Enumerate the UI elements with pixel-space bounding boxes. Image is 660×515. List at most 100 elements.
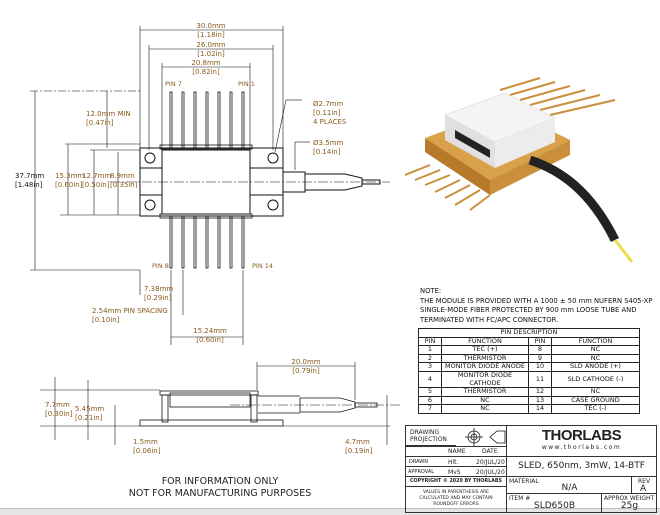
dim-in: [0.29in]: [144, 294, 172, 302]
title-block: DRAWING PROJECTION THORLABS www.thorlabs…: [405, 425, 657, 513]
note-title: NOTE:: [420, 287, 442, 295]
dim-mm: 7.38mm: [144, 285, 174, 293]
pin-number-cell: 8: [528, 345, 552, 355]
dim-in: [0.10in]: [92, 316, 120, 324]
dim-mm: 2.54mm PIN SPACING: [92, 307, 168, 315]
rev-value: A: [640, 484, 647, 494]
dim-mm: 37.7mm: [15, 172, 45, 180]
approval-date: 20/JUL/20: [476, 469, 505, 476]
dim-mm: 15.3mm: [55, 172, 85, 180]
rev-label: REV: [638, 478, 651, 485]
pin-function-cell: TEC (+): [441, 345, 529, 355]
dim-in: [0.30in]: [45, 410, 73, 418]
pin-1-label: PIN 1: [238, 80, 255, 88]
pin-number-cell: 11: [528, 370, 552, 389]
pin-number-cell: 10: [528, 362, 552, 372]
approval-label: APPROVAL: [408, 469, 435, 475]
dim-mm: Ø3.5mm: [313, 139, 344, 147]
pin-number-cell: 5: [418, 387, 442, 397]
pin-function-cell: NC: [551, 345, 640, 355]
height-15-dimension: 15.3mm[0.60in]: [55, 172, 84, 190]
material-cell: MATERIAL N/A: [506, 476, 631, 493]
module-3d-render: [404, 77, 634, 263]
logo: THORLABS www.thorlabs.com: [506, 426, 656, 456]
base-thickness-dimension: 1.5mm[0.06in]: [133, 438, 160, 456]
date-header: DATE: [482, 448, 498, 455]
part-description: SLED, 650nm, 3mW, 14-BTF: [506, 456, 656, 476]
pin-function-cell: SLD ANODE (+): [551, 362, 640, 372]
drawing-projection-label: DRAWING PROJECTION: [406, 426, 456, 446]
dim-in: [0.50in]: [82, 181, 110, 189]
fiber-height-dimension: 4.7mm[0.19in]: [345, 438, 372, 456]
dim-in: [0.06in]: [133, 447, 161, 455]
material-label: MATERIAL: [509, 478, 539, 485]
package-body-top-view: [110, 147, 390, 217]
overall-width-dimension: 30.0mm[1.18in]: [196, 22, 225, 40]
dim-in: [0.21in]: [75, 414, 103, 422]
note-line: THE MODULE IS PROVIDED WITH A 1000 ± 50 …: [420, 296, 653, 305]
pin-description-table: PIN DESCRIPTION PIN FUNCTION PIN FUNCTIO…: [418, 328, 640, 414]
drawn-label: DRAWN: [409, 459, 428, 465]
item-label: ITEM #: [509, 495, 531, 502]
dim-in: [0.79in]: [292, 367, 320, 375]
hole-spacing-dimension: 26.0mm[1.02in]: [196, 41, 225, 59]
dim-in: [0.14in]: [313, 148, 341, 156]
dim-mm: 20.8mm: [191, 59, 221, 67]
dim-in: [0.11in]: [313, 109, 341, 117]
drawn-row: DRAWN Hlt. 20/JUL/20: [406, 456, 506, 466]
dim-note: 4 PLACES: [313, 118, 347, 126]
bottom-pins: [139, 213, 253, 345]
dim-in: [1.48in]: [15, 181, 43, 189]
dim-mm: 4.7mm: [345, 438, 370, 446]
dim-mm: 5.45mm: [75, 405, 105, 413]
dim-mm: 20.0mm: [291, 358, 321, 366]
pin-spacing-dimension: 2.54mm PIN SPACING[0.10in]: [92, 307, 168, 325]
dim-mm: 1.5mm: [133, 438, 158, 446]
dim-in: [0.60in]: [196, 336, 224, 344]
note: NOTE: THE MODULE IS PROVIDED WITH A 1000…: [420, 287, 652, 325]
inner-width-dimension: 20.8mm[0.82in]: [191, 59, 220, 77]
dim-mm: 7.7mm: [45, 401, 70, 409]
disclaimer-line: NOT FOR MANUFACTURING PURPOSES: [128, 488, 312, 499]
values-note: VALUES IN PARENTHESIS ARE CALCULATED AND…: [406, 486, 506, 512]
dim-mm: 12.0mm MIN: [86, 110, 131, 118]
drawn-name: Hlt.: [448, 459, 459, 466]
weight-value: 25g: [620, 501, 639, 511]
pin-function-cell: NC: [551, 387, 640, 397]
pin-row-dimension: 15.24mm[0.60in]: [193, 327, 227, 345]
top-pins: [159, 91, 253, 150]
dim-mm: Ø2.7mm: [313, 100, 344, 108]
pin-number-cell: 1: [418, 345, 442, 355]
pin-function-cell: SLD CATHODE (-): [551, 370, 640, 389]
side-height-dimension: 7.7mm[0.30in]: [45, 401, 72, 419]
copyright: COPYRIGHT © 2020 BY THORLABS: [406, 476, 506, 486]
dim-in: [0.82in]: [192, 68, 220, 76]
dim-in: [0.60in]: [55, 181, 83, 189]
dim-mm: 8.9mm: [110, 172, 135, 180]
projection-symbol-icon: [465, 428, 506, 446]
note-line: SINGLE-MODE FIBER PROTECTED BY 900 mm LO…: [420, 306, 637, 314]
dim-mm: 12.7mm: [82, 172, 112, 180]
pin-14-label: PIN 14: [252, 262, 274, 270]
dim-in: [0.19in]: [345, 447, 373, 455]
side-pin-height-dimension: 5.45mm[0.21in]: [75, 405, 104, 423]
material-value: N/A: [561, 483, 578, 493]
website: www.thorlabs.com: [541, 444, 622, 451]
fiber-diameter-dimension: Ø3.5mm[0.14in]: [313, 139, 343, 157]
dim-mm: 26.0mm: [196, 41, 226, 49]
dim-in: [0.35in]: [110, 181, 138, 189]
dim-mm: 15.24mm: [193, 327, 227, 335]
weight-label: APPROX WEIGHT: [604, 495, 655, 502]
overall-height-dimension: 37.7mm[1.48in]: [15, 172, 44, 190]
pin-number-cell: 14: [528, 404, 552, 414]
side-view: [40, 362, 400, 445]
pin-function-cell: TEC (-): [551, 404, 640, 414]
item-cell: ITEM # SLD650B: [506, 493, 601, 512]
drawn-date: 20/JUL/20: [476, 459, 505, 466]
